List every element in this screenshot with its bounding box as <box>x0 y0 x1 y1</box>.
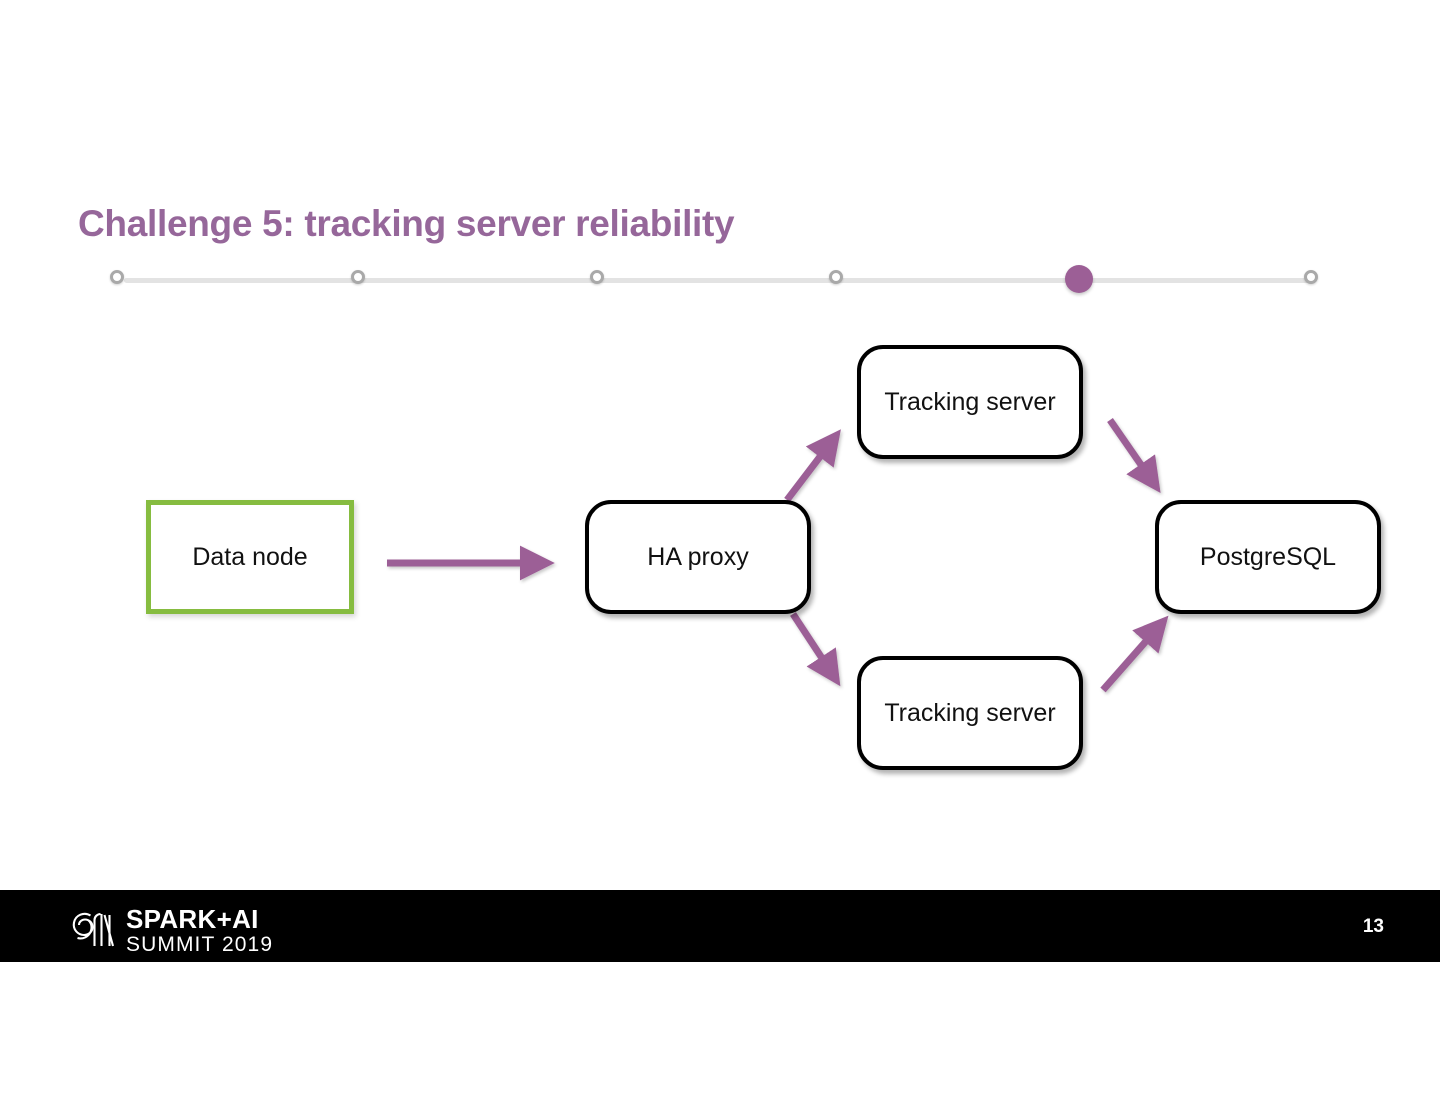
diagram-node-label: HA proxy <box>647 542 749 571</box>
brand-logo: SPARK+AI SUMMIT 2019 <box>68 905 273 955</box>
progress-track <box>124 278 1316 283</box>
progress-dot-4[interactable] <box>829 270 843 284</box>
brand-logo-line-1: SPARK+AI <box>126 903 259 934</box>
progress-dot-6[interactable] <box>1304 270 1318 284</box>
progress-dot-1[interactable] <box>110 270 124 284</box>
brand-logo-text: SPARK+AI SUMMIT 2019 <box>126 906 273 955</box>
page-title: Challenge 5: tracking server reliability <box>78 203 735 244</box>
diagram-arrow-layer <box>387 418 1169 693</box>
diagram-node-label: Tracking server <box>884 698 1056 727</box>
spark-ai-summit-logo-icon <box>72 912 115 947</box>
edge-ha-proxy-to-tracking-1 <box>784 429 841 503</box>
diagram-node-label: Tracking server <box>884 387 1056 416</box>
footer-bar <box>0 890 1440 962</box>
architecture-diagram: Data node HA proxy Tracking server Track… <box>146 345 1381 770</box>
edge-ha-proxy-to-tracking-2 <box>790 612 841 687</box>
progress-dot-2[interactable] <box>351 270 365 284</box>
diagram-node-ha-proxy[interactable]: HA proxy <box>585 500 811 614</box>
diagram-node-label: Data node <box>192 542 308 571</box>
diagram-node-label: PostgreSQL <box>1199 542 1337 571</box>
progress-rail <box>110 262 1330 298</box>
diagram-node-tracking-server-1[interactable]: Tracking server <box>857 345 1083 459</box>
progress-dot-5-active[interactable] <box>1065 265 1093 293</box>
progress-dot-3[interactable] <box>590 270 604 284</box>
edge-tracking-1-to-postgres <box>1107 418 1161 494</box>
diagram-node-tracking-server-2[interactable]: Tracking server <box>857 656 1083 770</box>
diagram-node-postgresql[interactable]: PostgreSQL <box>1155 500 1381 614</box>
edge-tracking-2-to-postgres <box>1100 615 1169 693</box>
brand-logo-line-2: SUMMIT 2019 <box>126 932 274 956</box>
diagram-node-data-node[interactable]: Data node <box>146 500 354 614</box>
page-number: 13 <box>1362 916 1384 937</box>
